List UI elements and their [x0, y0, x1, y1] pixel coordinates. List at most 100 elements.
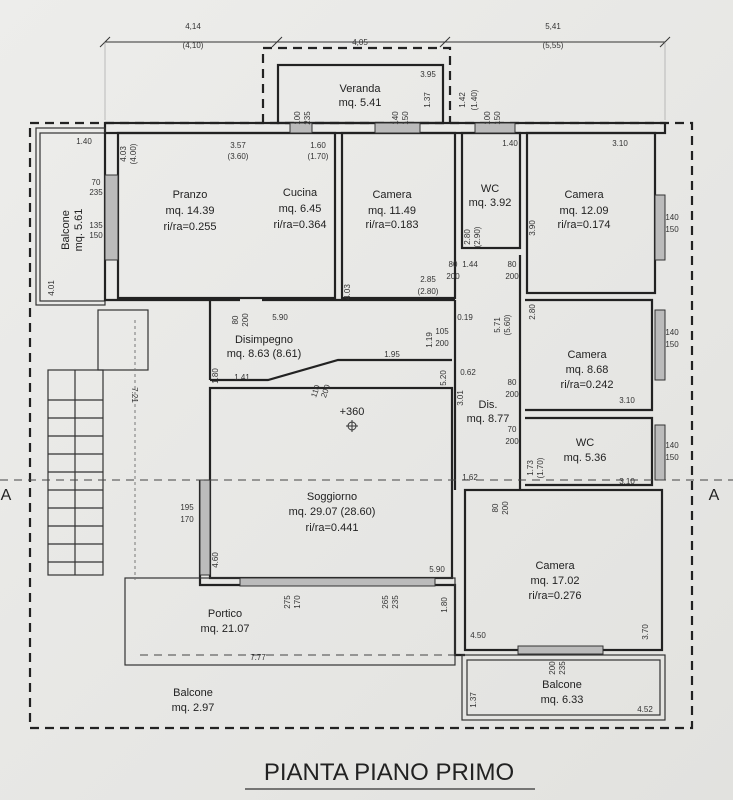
svg-text:110: 110 [309, 383, 322, 399]
svg-text:1.40: 1.40 [76, 137, 92, 146]
svg-text:ri/ra=0.255: ri/ra=0.255 [164, 221, 217, 233]
svg-text:140: 140 [665, 213, 679, 222]
svg-text:1.60: 1.60 [310, 141, 326, 150]
svg-text:4.03: 4.03 [343, 284, 352, 300]
svg-text:200: 200 [241, 313, 250, 327]
svg-text:1.42: 1.42 [458, 92, 467, 108]
svg-text:(1.70): (1.70) [536, 457, 545, 478]
svg-text:200: 200 [505, 437, 519, 446]
svg-text:100: 100 [483, 111, 492, 125]
svg-text:140: 140 [665, 328, 679, 337]
svg-text:4,05: 4,05 [352, 38, 368, 47]
svg-text:3.90: 3.90 [528, 220, 537, 236]
svg-text:150: 150 [401, 111, 410, 125]
svg-text:mq. 6.33: mq. 6.33 [541, 694, 584, 706]
svg-text:ri/ra=0.174: ri/ra=0.174 [558, 219, 611, 231]
svg-text:Disimpegno: Disimpegno [235, 334, 293, 346]
svg-text:Camera: Camera [535, 560, 575, 572]
section-marker-left: A [1, 487, 12, 504]
top-dimension-line [99, 36, 671, 120]
svg-text:2.80: 2.80 [463, 229, 472, 245]
svg-text:100: 100 [293, 111, 302, 125]
svg-text:3.95: 3.95 [420, 70, 436, 79]
svg-text:200: 200 [505, 390, 519, 399]
svg-text:3.57: 3.57 [230, 141, 246, 150]
svg-text:(5.60): (5.60) [503, 314, 512, 335]
svg-text:WC: WC [481, 183, 499, 195]
svg-text:mq. 12.09: mq. 12.09 [560, 205, 609, 217]
svg-text:105: 105 [435, 327, 449, 336]
svg-text:275: 275 [283, 595, 292, 609]
stairs [47, 309, 149, 580]
svg-text:1.95: 1.95 [384, 350, 400, 359]
svg-text:(2.90): (2.90) [473, 226, 482, 247]
svg-text:mq. 11.49: mq. 11.49 [368, 205, 416, 217]
svg-text:mq. 8.77: mq. 8.77 [467, 413, 510, 425]
room-dis: Dis.mq. 8.77 [467, 399, 510, 425]
svg-text:Balcone: Balcone [542, 679, 582, 691]
svg-text:80: 80 [449, 260, 458, 269]
svg-text:mq. 8.63 (8.61): mq. 8.63 (8.61) [227, 348, 302, 360]
svg-text:Camera: Camera [564, 189, 604, 201]
svg-text:1.73: 1.73 [526, 460, 535, 476]
svg-text:1.80: 1.80 [440, 597, 449, 613]
svg-text:70: 70 [92, 178, 101, 187]
svg-text:(3.60): (3.60) [228, 152, 249, 161]
room-disimpegno: Disimpegno mq. 8.63 (8.61) [227, 334, 302, 360]
svg-text:3.01: 3.01 [456, 390, 465, 406]
svg-text:mq. 3.92: mq. 3.92 [469, 197, 512, 209]
svg-text:170: 170 [180, 515, 194, 524]
svg-text:2.85: 2.85 [420, 275, 436, 284]
svg-text:200: 200 [446, 272, 460, 281]
svg-text:4.52: 4.52 [637, 705, 653, 714]
svg-text:4.50: 4.50 [470, 631, 486, 640]
svg-text:80: 80 [508, 378, 517, 387]
svg-text:3.70: 3.70 [641, 624, 650, 640]
svg-text:5.90: 5.90 [429, 565, 445, 574]
svg-text:(5,55): (5,55) [543, 41, 564, 50]
svg-text:(1.40): (1.40) [470, 89, 479, 110]
svg-text:150: 150 [665, 340, 679, 349]
room-camera-2: Camera mq. 12.09 ri/ra=0.174 [558, 189, 611, 231]
svg-text:150: 150 [493, 111, 502, 125]
svg-text:1.44: 1.44 [462, 260, 478, 269]
svg-text:Cucina: Cucina [283, 187, 318, 199]
svg-text:(2.80): (2.80) [418, 287, 439, 296]
svg-text:7.21: 7.21 [130, 387, 139, 403]
svg-text:1.41: 1.41 [234, 373, 250, 382]
svg-text:80: 80 [491, 503, 500, 512]
svg-text:5.20: 5.20 [439, 370, 448, 386]
svg-text:Balcone: Balcone [173, 687, 213, 699]
svg-text:200: 200 [435, 339, 449, 348]
svg-text:ri/ra=0.183: ri/ra=0.183 [366, 219, 419, 231]
svg-text:Pranzo: Pranzo [173, 189, 208, 201]
svg-text:1.37: 1.37 [423, 92, 432, 108]
svg-text:4.03: 4.03 [119, 146, 128, 162]
svg-text:ri/ra=0.441: ri/ra=0.441 [306, 522, 359, 534]
svg-text:3.10: 3.10 [619, 477, 635, 486]
dimension-labels: 4,14(4,10) 4,05 5,41(5,55) 3.95 1.37 1.4… [47, 22, 679, 714]
svg-text:5.71: 5.71 [493, 317, 502, 333]
svg-text:4,14: 4,14 [185, 22, 201, 31]
svg-text:140: 140 [665, 441, 679, 450]
svg-text:70: 70 [508, 425, 517, 434]
svg-text:Portico: Portico [208, 608, 242, 620]
svg-text:200: 200 [319, 383, 332, 399]
svg-text:Balcone: Balcone [60, 210, 72, 250]
svg-text:80: 80 [508, 260, 517, 269]
svg-text:200: 200 [548, 661, 557, 675]
svg-text:1.40: 1.40 [502, 139, 518, 148]
svg-text:mq. 17.02: mq. 17.02 [531, 575, 580, 587]
svg-text:150: 150 [665, 225, 679, 234]
svg-text:Soggiorno: Soggiorno [307, 491, 357, 503]
windows [104, 122, 666, 655]
svg-text:(4.00): (4.00) [129, 143, 138, 164]
svg-text:ri/ra=0.242: ri/ra=0.242 [561, 379, 614, 391]
svg-text:7.77: 7.77 [250, 653, 266, 662]
